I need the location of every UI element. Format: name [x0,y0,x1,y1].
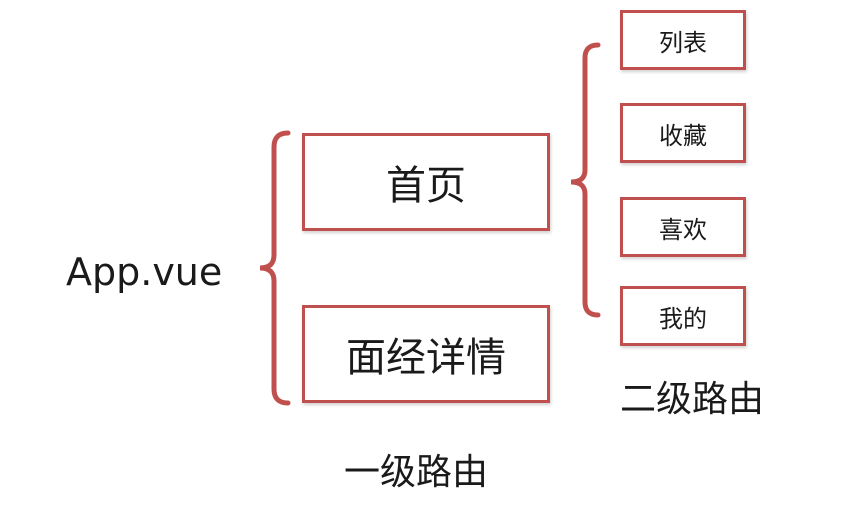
route-article-detail-label: 面经详情 [346,335,506,381]
route-home-box: 首页 [302,133,550,231]
route-collect-label: 收藏 [659,121,707,150]
route-like-label: 喜欢 [659,215,707,244]
level1-bracket [259,130,291,406]
route-article-detail-box: 面经详情 [302,305,550,403]
route-mine-box: 我的 [620,286,746,346]
route-like-box: 喜欢 [620,197,746,257]
level1-caption: 一级路由 [344,452,489,493]
route-mine-label: 我的 [659,304,707,333]
route-collect-box: 收藏 [620,103,746,163]
level2-caption: 二级路由 [620,379,765,420]
level2-bracket [570,42,601,318]
root-label: App.vue [66,250,223,294]
route-home-label: 首页 [386,163,466,209]
route-list-box: 列表 [620,10,746,70]
route-list-label: 列表 [659,28,707,57]
